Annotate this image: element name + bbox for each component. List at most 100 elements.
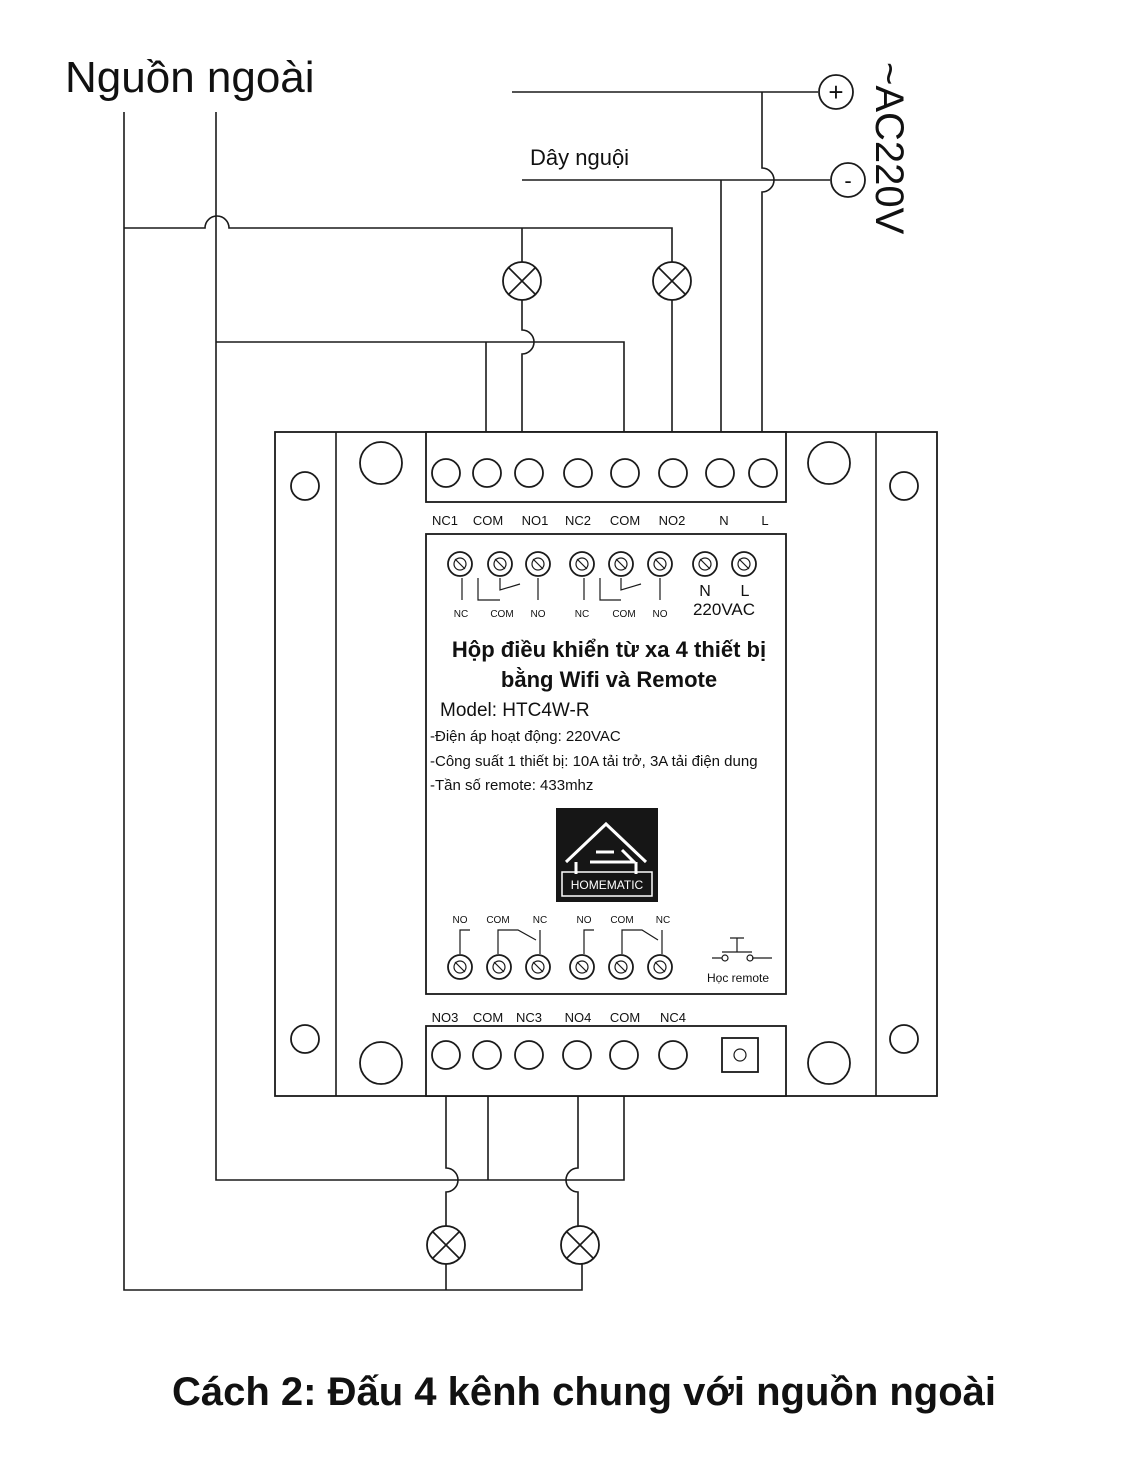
screw-hole-icon [359,441,403,485]
terminal-screw-icon [431,458,461,488]
l-label: L [741,583,750,600]
learn-remote-label: Học remote [707,971,769,985]
lamp-icon [502,261,542,301]
wires [123,91,830,1291]
small-label: COM [486,915,509,926]
small-label: NC [533,915,547,926]
spec-power: -Công suất 1 thiết bị: 10A tải trở, 3A t… [430,753,758,770]
source-label: Nguồn ngoài [65,53,315,102]
lamps [426,261,692,1265]
neutral-label: Dây nguội [530,145,629,170]
learn-button-icon [721,1037,759,1073]
label-top-screws [447,551,757,577]
screw-hole-icon [359,1041,403,1085]
terminal-label: NC4 [660,1010,686,1025]
small-label: NO [531,609,546,620]
small-label: NO [653,609,668,620]
product-title-line2: bằng Wifi và Remote [501,667,717,692]
relay-symbol-icon [583,929,663,954]
model-label: Model: HTC4W-R [440,700,590,721]
terminal-screw-icon [431,1040,461,1070]
terminal-label: L [761,513,768,528]
wire-no3-lamp3 [445,1068,459,1226]
diagram-caption: Cách 2: Đấu 4 kênh chung với nguồn ngoài [172,1370,996,1414]
lamp-icon [426,1225,466,1265]
terminal-screw-icon [514,1040,544,1070]
terminal-screw-icon [514,458,544,488]
terminal-label: NO4 [565,1010,592,1025]
relay-symbol-icon [461,578,539,601]
bottom-terminal-screws [431,1037,759,1073]
small-label: NC [575,609,589,620]
top-terminal-screws [431,458,778,488]
device-enclosure: NC1 COM NO1 NC2 COM NO2 N L NO3 COM NC3 … [274,431,938,1097]
spec-frequency: -Tần số remote: 433mhz [430,777,593,794]
terminal-screw-icon [658,458,688,488]
terminal-label: NO2 [659,513,686,528]
terminal-label: NC3 [516,1010,542,1025]
terminal-screw-icon [705,458,735,488]
small-label: NO [577,915,592,926]
terminal-screw-icon [748,458,778,488]
push-button-icon [712,937,772,962]
terminal-label: NC2 [565,513,591,528]
mount-hole-icon [290,1024,320,1054]
small-label: NC [454,609,468,620]
terminal-label: COM [610,513,640,528]
terminal-screw-icon [562,1040,592,1070]
screw-hole-icon [807,1041,851,1085]
small-label: NC [656,915,670,926]
plus-symbol: + [828,77,843,107]
power-source: + - ~AC220V Dây nguội [530,62,911,235]
terminal-label: N [719,513,728,528]
terminal-label: NO3 [432,1010,459,1025]
wire-source-b-top [216,341,625,460]
small-label: COM [490,609,513,620]
bottom-terminal-labels: NO3 COM NC3 NO4 COM NC4 [432,1010,686,1025]
mount-hole-icon [290,471,320,501]
wire-no4-lamp4 [565,1068,579,1226]
minus-symbol: - [844,168,851,193]
label-bottom-screws [447,954,673,980]
label-bottom-small-text: NO COM NC NO COM NC [453,915,671,926]
terminal-screw-icon [563,458,593,488]
terminal-screw-icon [610,458,640,488]
mount-hole-icon [889,1024,919,1054]
terminal-screw-icon [609,1040,639,1070]
relay-symbol-icon [459,929,541,954]
lamp-icon [652,261,692,301]
terminal-label: NC1 [432,513,458,528]
n-label: N [699,583,711,600]
voltage-rating: 220VAC [693,600,755,619]
screw-hole-icon [807,441,851,485]
small-label: NO [453,915,468,926]
wire-source-a [123,112,583,1291]
voltage-label: ~AC220V [867,62,911,235]
terminal-screw-icon [472,1040,502,1070]
terminal-label: NO1 [522,513,549,528]
small-label: COM [610,915,633,926]
lamp-icon [560,1225,600,1265]
terminal-screw-icon [472,458,502,488]
plus-terminal-icon [818,74,854,110]
relay-symbol-icon [583,578,661,601]
terminal-label: COM [610,1010,640,1025]
top-terminal-labels: NC1 COM NO1 NC2 COM NO2 N L [432,513,769,528]
minus-terminal-icon [830,162,866,198]
mount-hole-icon [889,471,919,501]
wire-live-vertical [761,92,775,460]
product-title-line1: Hộp điều khiển từ xa 4 thiết bị [452,637,766,662]
wire-lamp1-no1 [521,300,535,460]
wire-source-b [215,112,625,1181]
homematic-logo-icon: HOMEMATIC [556,808,658,902]
wire-source-a-top [124,215,673,262]
terminal-label: COM [473,1010,503,1025]
spec-voltage: -Điện áp hoạt động: 220VAC [430,728,621,745]
small-label: COM [612,609,635,620]
terminal-label: COM [473,513,503,528]
brand-label: HOMEMATIC [571,878,644,892]
label-top-small-text: NC COM NO NC COM NO [454,609,668,620]
terminal-screw-icon [658,1040,688,1070]
